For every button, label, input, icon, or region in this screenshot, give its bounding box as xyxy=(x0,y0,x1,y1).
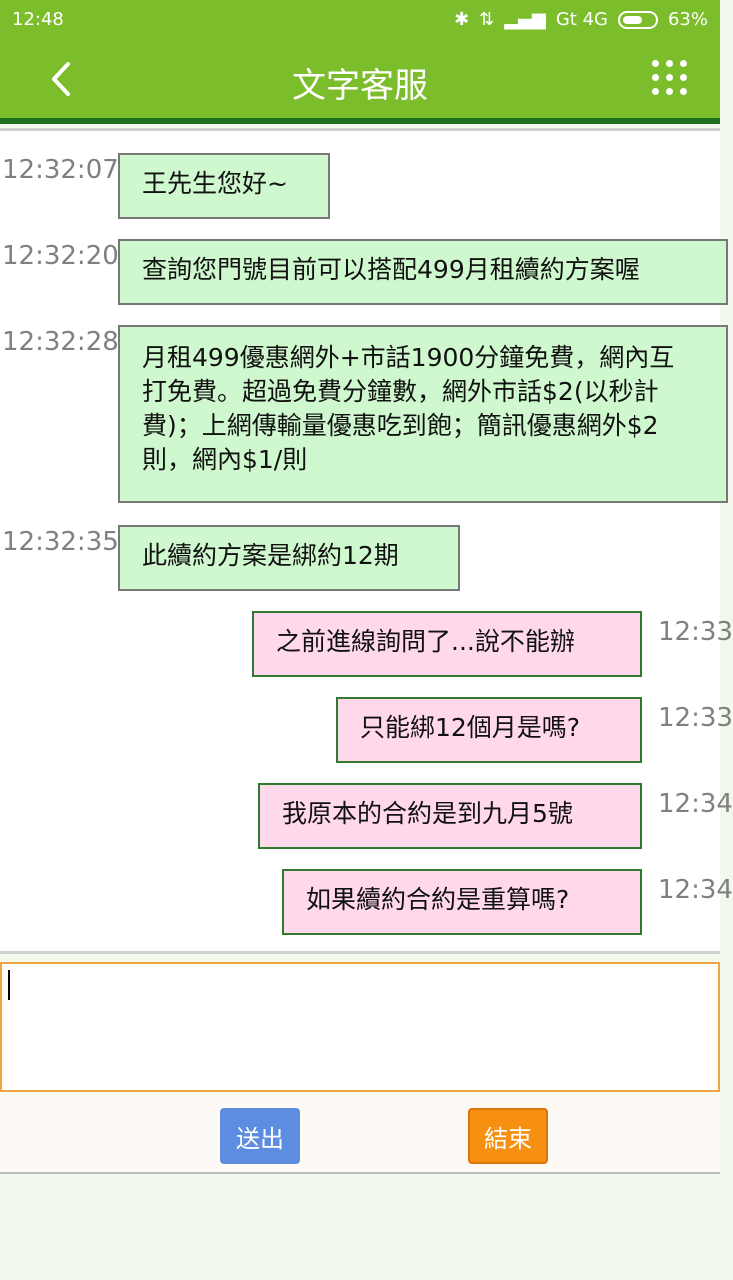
status-icons: ✱ ⇅ ▂▄▆ Gt 4G 63% xyxy=(454,9,708,30)
message-time: 12:34 xyxy=(658,875,733,905)
message-time: 12:32:35 xyxy=(2,527,119,557)
message-input[interactable] xyxy=(0,962,720,1092)
back-arrow-icon[interactable] xyxy=(44,60,82,98)
user-message-bubble: 我原本的合約是到九月5號 xyxy=(258,783,642,849)
message-text: 查詢您門號目前可以搭配499月租續約方案喔 xyxy=(142,255,640,284)
message-text: 我原本的合約是到九月5號 xyxy=(282,799,573,828)
message-time: 12:33 xyxy=(658,617,733,647)
app-header: 文字客服 xyxy=(0,40,720,124)
user-message-bubble: 只能綁12個月是嗎? xyxy=(336,697,642,763)
menu-grid-icon[interactable] xyxy=(652,60,688,96)
end-chat-button[interactable]: 結束 xyxy=(468,1108,548,1164)
agent-message-bubble: 查詢您門號目前可以搭配499月租續約方案喔 xyxy=(118,239,728,305)
page-title: 文字客服 xyxy=(292,66,428,106)
message-time: 12:32:07 xyxy=(2,155,119,185)
message-text: 只能綁12個月是嗎? xyxy=(360,713,581,742)
agent-message-bubble: 王先生您好~ xyxy=(118,153,330,219)
message-time: 12:32:28 xyxy=(2,327,119,357)
agent-message-bubble: 此續約方案是綁約12期 xyxy=(118,525,460,591)
message-time: 12:34 xyxy=(658,789,733,819)
chat-messages[interactable]: 12:32:07 王先生您好~ 12:32:20 查詢您門號目前可以搭配499月… xyxy=(0,128,733,954)
status-bar: 12:48 ✱ ⇅ ▂▄▆ Gt 4G 63% xyxy=(0,0,720,40)
network-type: Gt 4G xyxy=(555,9,608,30)
signal-icon: ▂▄▆ xyxy=(504,9,546,30)
message-text: 費)；上網傳輸量優惠吃到飽；簡訊優惠網外$2 xyxy=(142,411,659,440)
bluetooth-icon: ✱ xyxy=(454,9,470,30)
battery-percent: 63% xyxy=(667,9,708,30)
action-bar: 送出 結束 xyxy=(0,1092,720,1174)
agent-message-bubble: 月租499優惠網外+市話1900分鐘免費，網內互 打免費。超過免費分鐘數，網外市… xyxy=(118,325,728,503)
message-text: 此續約方案是綁約12期 xyxy=(142,541,399,570)
message-time: 12:32:20 xyxy=(2,241,119,271)
message-text: 月租499優惠網外+市話1900分鐘免費，網內互 xyxy=(142,343,675,372)
battery-icon xyxy=(617,10,658,29)
message-text: 之前進線詢問了...說不能辦 xyxy=(276,627,575,656)
user-message-bubble: 如果續約合約是重算嗎? xyxy=(282,869,642,935)
status-time: 12:48 xyxy=(12,9,64,30)
text-caret xyxy=(8,970,10,1000)
message-text: 打免費。超過免費分鐘數，網外市話$2(以秒計 xyxy=(142,377,659,406)
send-button[interactable]: 送出 xyxy=(220,1108,300,1164)
message-time: 12:33 xyxy=(658,703,733,733)
message-text: 則，網內$1/則 xyxy=(142,445,308,474)
user-message-bubble: 之前進線詢問了...說不能辦 xyxy=(252,611,642,677)
message-text: 如果續約合約是重算嗎? xyxy=(306,885,570,914)
message-text: 王先生您好~ xyxy=(142,169,288,198)
data-transfer-icon: ⇅ xyxy=(479,9,495,30)
